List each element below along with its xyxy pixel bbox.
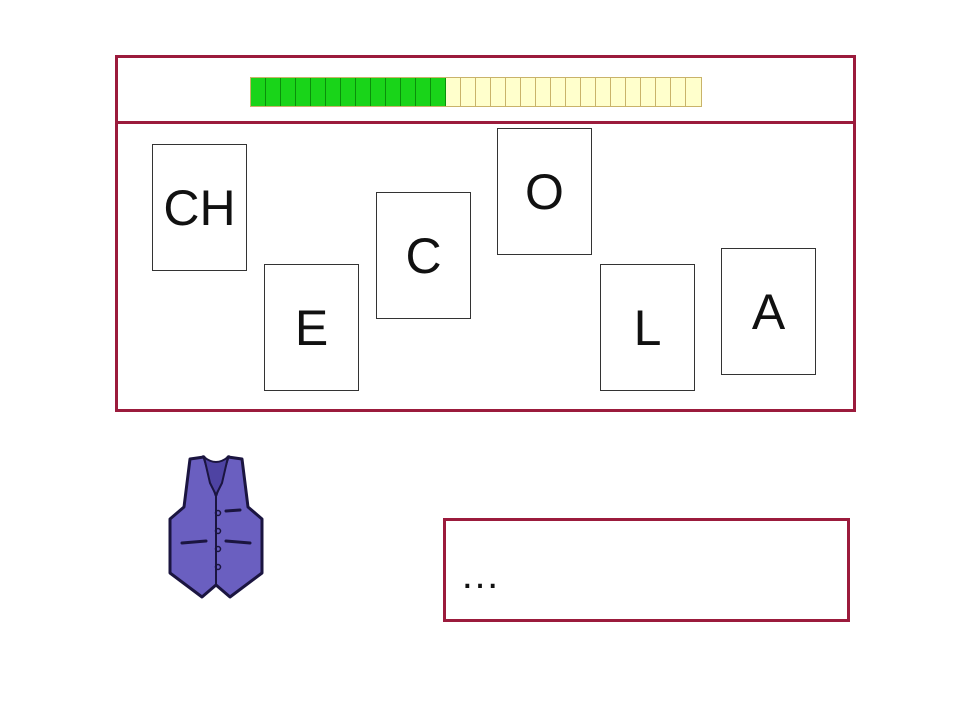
progress-cell-filled <box>266 78 281 106</box>
progress-cell-empty <box>581 78 596 106</box>
answer-text: … <box>460 553 502 597</box>
progress-cell-empty <box>476 78 491 106</box>
progress-cell-filled <box>296 78 311 106</box>
progress-cell-filled <box>371 78 386 106</box>
progress-cell-empty <box>521 78 536 106</box>
progress-strip <box>118 58 853 124</box>
answer-box[interactable]: … <box>443 518 850 622</box>
progress-cell-empty <box>446 78 461 106</box>
progress-cell-empty <box>506 78 521 106</box>
progress-cell-filled <box>356 78 371 106</box>
progress-cell-empty <box>626 78 641 106</box>
progress-cell-filled <box>251 78 266 106</box>
letter-tile[interactable]: O <box>497 128 592 255</box>
letter-tile[interactable]: A <box>721 248 816 375</box>
vest-icon <box>168 455 264 599</box>
progress-cell-filled <box>386 78 401 106</box>
progress-cell-filled <box>341 78 356 106</box>
progress-cell-empty <box>536 78 551 106</box>
letter-tile[interactable]: E <box>264 264 359 391</box>
progress-cell-filled <box>326 78 341 106</box>
progress-cell-empty <box>611 78 626 106</box>
progress-cell-filled <box>311 78 326 106</box>
progress-cell-empty <box>566 78 581 106</box>
progress-cell-empty <box>491 78 506 106</box>
progress-cell-filled <box>416 78 431 106</box>
progress-cell-filled <box>281 78 296 106</box>
progress-cell-empty <box>596 78 611 106</box>
progress-cell-filled <box>401 78 416 106</box>
progress-cell-empty <box>686 78 701 106</box>
progress-cell-empty <box>461 78 476 106</box>
progress-cell-empty <box>656 78 671 106</box>
progress-cell-empty <box>641 78 656 106</box>
progress-bar <box>250 77 702 107</box>
letter-tile[interactable]: L <box>600 264 695 391</box>
letter-tile[interactable]: C <box>376 192 471 319</box>
progress-cell-empty <box>671 78 686 106</box>
puzzle-board <box>115 55 856 412</box>
progress-cell-empty <box>551 78 566 106</box>
progress-cell-filled <box>431 78 446 106</box>
letter-tile[interactable]: CH <box>152 144 247 271</box>
